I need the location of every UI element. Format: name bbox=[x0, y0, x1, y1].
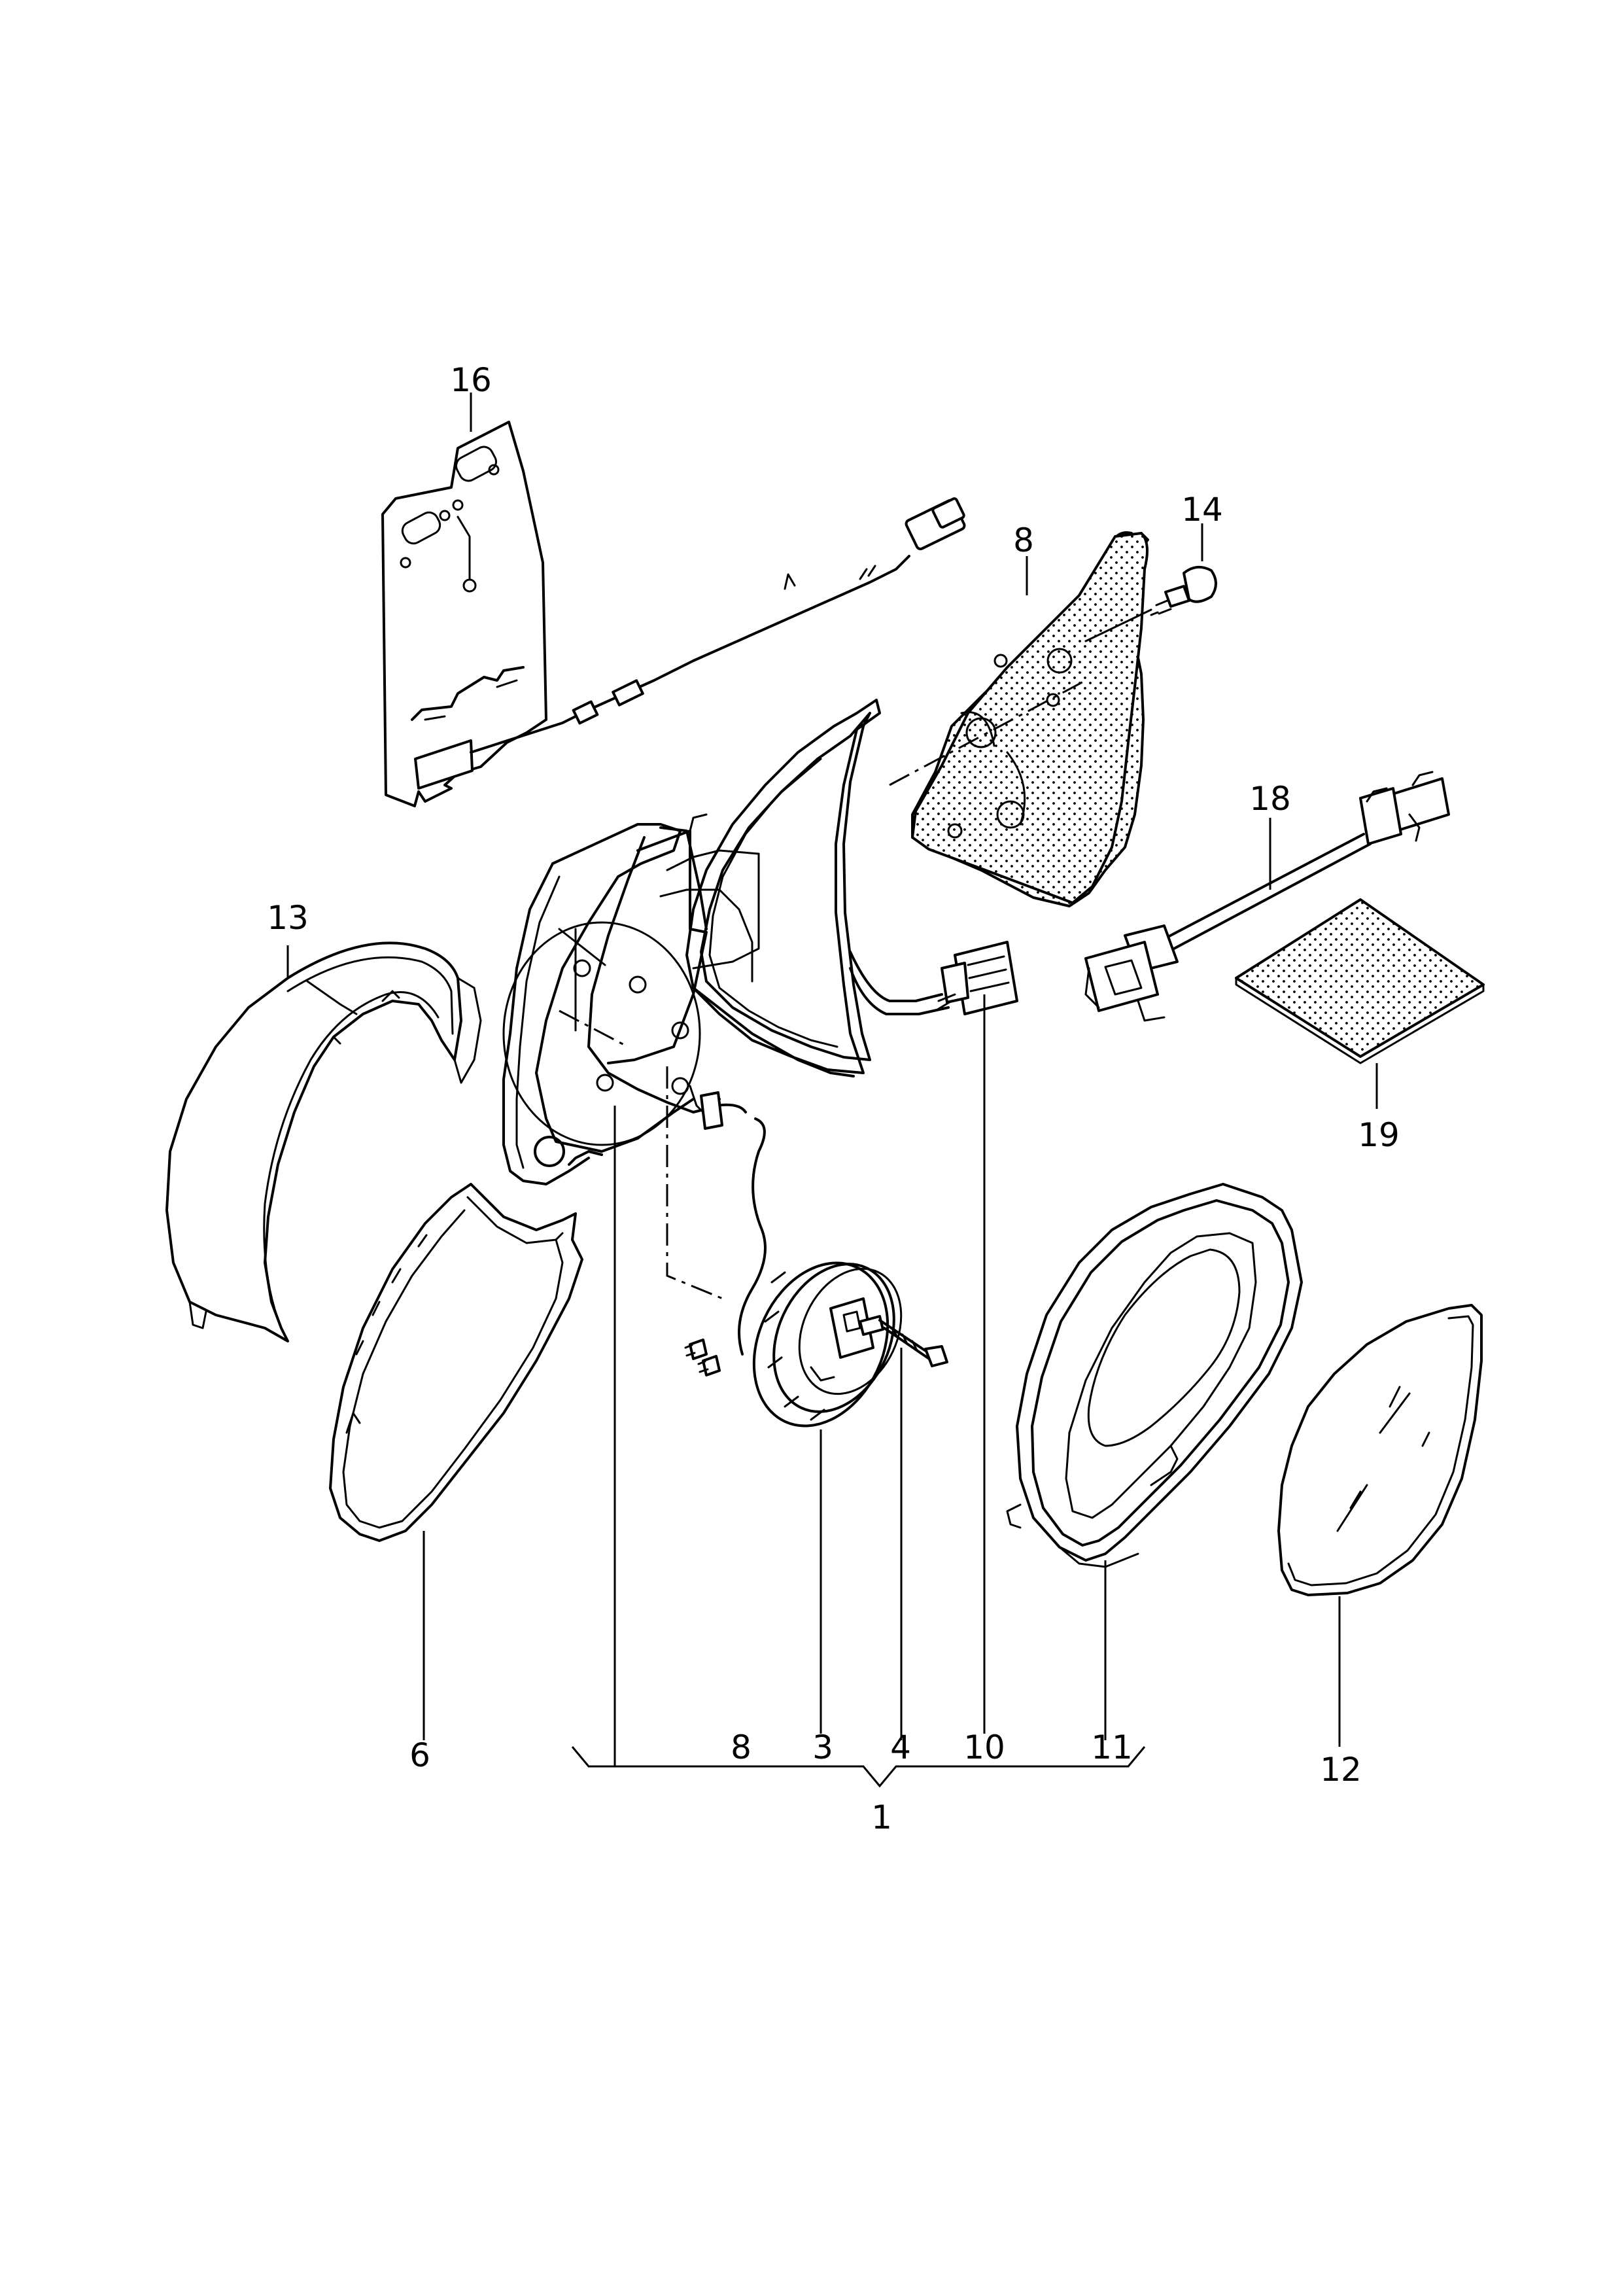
part-3-adjusting-motor bbox=[689, 1085, 903, 1734]
assembly-lines bbox=[559, 679, 1086, 1300]
callout-13: 13 bbox=[267, 899, 309, 937]
part-mirror-frame bbox=[502, 699, 950, 1185]
part-14-screw bbox=[1084, 523, 1217, 642]
assembly-bracket bbox=[571, 1746, 1146, 1788]
callout-14: 14 bbox=[1181, 491, 1223, 529]
part-11-glass-carrier bbox=[1006, 1183, 1303, 1740]
part-4-screw bbox=[859, 1315, 948, 1740]
part-16-heater-element bbox=[381, 393, 966, 807]
part-13-cover-cap bbox=[165, 941, 482, 1342]
part-18-wiring-set bbox=[1084, 771, 1450, 1022]
callout-16: 16 bbox=[450, 361, 492, 399]
callout-12: 12 bbox=[1320, 1751, 1362, 1789]
clip-pins bbox=[684, 1339, 721, 1376]
leader-lines bbox=[613, 994, 986, 1766]
callout-8-top: 8 bbox=[1013, 521, 1034, 559]
callout-4: 4 bbox=[890, 1728, 911, 1766]
callout-11: 11 bbox=[1091, 1728, 1133, 1766]
part-12-mirror-glass bbox=[1277, 1304, 1483, 1747]
part-6-inner-cover bbox=[329, 1183, 583, 1740]
callout-10: 10 bbox=[963, 1728, 1005, 1766]
callout-18: 18 bbox=[1249, 780, 1291, 818]
callout-3: 3 bbox=[812, 1728, 833, 1766]
callout-8-bottom: 8 bbox=[731, 1728, 752, 1766]
callout-1: 1 bbox=[871, 1798, 892, 1836]
callout-labels: 16 14 8 18 13 19 6 8 3 4 10 11 12 1 bbox=[267, 361, 1400, 1836]
callout-6: 6 bbox=[409, 1736, 430, 1774]
part-8-adhesive-pad bbox=[911, 531, 1149, 907]
part-10-connector bbox=[934, 941, 1018, 1015]
part-19-pad bbox=[1235, 898, 1485, 1109]
callout-19: 19 bbox=[1358, 1116, 1400, 1154]
